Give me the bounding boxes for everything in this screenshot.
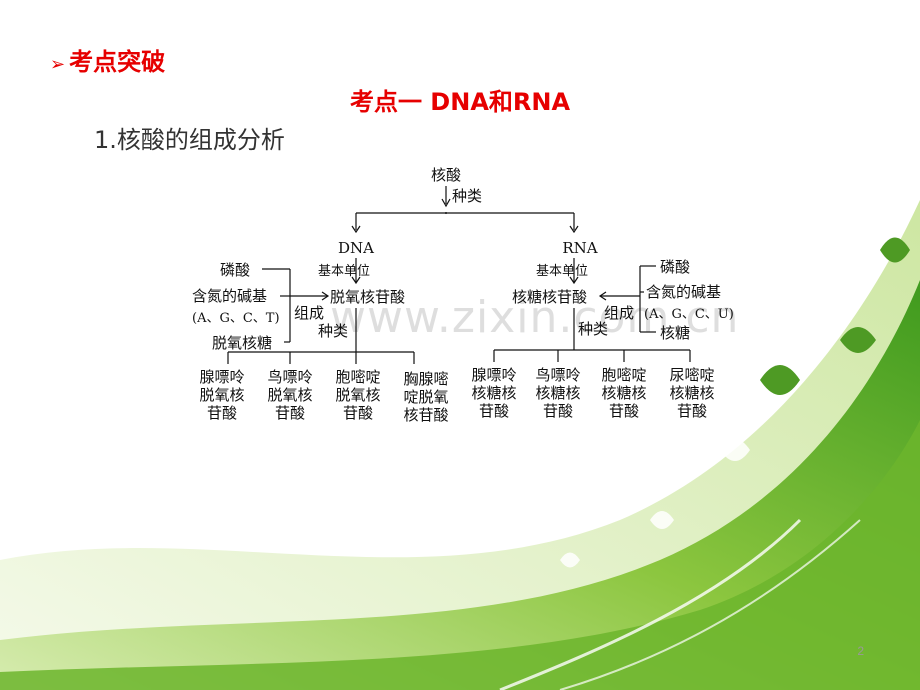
dna-component-phosphate: 磷酸 — [220, 261, 250, 279]
topic-title: 考点一 DNA和RNA — [349, 88, 571, 116]
rna-type-uracil: 尿嘧啶 核糖核 苷酸 — [669, 366, 714, 420]
rna-type-line: 核糖核 — [669, 384, 714, 402]
dna-type-line: 腺嘌呤 — [199, 368, 244, 386]
dna-type-line: 脱氧核 — [335, 386, 380, 404]
dna-component-sugar: 脱氧核糖 — [212, 334, 272, 352]
dna-type-line: 胞嘧啶 — [335, 368, 380, 386]
section-heading: ➢考点突破 — [50, 42, 165, 77]
root-node: 核酸 — [431, 166, 461, 184]
arrow-bullet-icon: ➢ — [50, 54, 66, 75]
rna-component-base-list: (A、G、C、U) — [644, 307, 734, 322]
dna-type-line: 苷酸 — [343, 404, 373, 422]
dna-type-thymine: 胸腺嘧 啶脱氧 核苷酸 — [403, 370, 448, 424]
dna-edge-label: 基本单位 — [318, 264, 370, 279]
rna-type-line: 鸟嘌呤 — [535, 366, 580, 384]
rna-component-base: 含氮的碱基 — [646, 283, 721, 301]
sub-title: 1.核酸的组成分析 — [94, 126, 285, 154]
rna-type-line: 苷酸 — [677, 402, 707, 420]
section-heading-text: 考点突破 — [69, 48, 166, 76]
dna-type-line: 苷酸 — [275, 404, 305, 422]
rna-compose-label: 组成 — [604, 304, 634, 322]
watermark: www.zixin.com.cn — [330, 292, 740, 343]
dna-type-adenine: 腺嘌呤 脱氧核 苷酸 — [199, 368, 244, 422]
dna-component-base-list: (A、G、C、T) — [192, 311, 280, 326]
dna-node: DNA — [338, 239, 374, 257]
rna-component-sugar: 核糖 — [660, 324, 690, 342]
dna-unit: 脱氧核苷酸 — [330, 288, 405, 306]
rna-type-cytosine: 胞嘧啶 核糖核 苷酸 — [601, 366, 646, 420]
dna-compose-label: 组成 — [294, 304, 324, 322]
rna-type-line: 尿嘧啶 — [669, 366, 714, 384]
rna-edge-label: 基本单位 — [536, 264, 588, 279]
dna-type-line: 核苷酸 — [403, 406, 448, 424]
rna-type-line: 苷酸 — [609, 402, 639, 420]
rna-type-guanine: 鸟嘌呤 核糖核 苷酸 — [535, 366, 580, 420]
rna-type-line: 苷酸 — [479, 402, 509, 420]
dna-type-line: 鸟嘌呤 — [267, 368, 312, 386]
dna-type-line: 啶脱氧 — [403, 388, 448, 406]
dna-type-line: 苷酸 — [207, 404, 237, 422]
rna-type-line: 核糖核 — [535, 384, 580, 402]
dna-type-line: 胸腺嘧 — [403, 370, 448, 388]
rna-type-label: 种类 — [578, 320, 608, 338]
rna-unit: 核糖核苷酸 — [512, 288, 587, 306]
rna-node: RNA — [562, 239, 597, 257]
rna-type-line: 腺嘌呤 — [471, 366, 516, 384]
dna-type-label: 种类 — [318, 322, 348, 340]
rna-type-line: 胞嘧啶 — [601, 366, 646, 384]
rna-type-line: 核糖核 — [471, 384, 516, 402]
rna-component-phosphate: 磷酸 — [660, 258, 690, 276]
dna-type-cytosine: 胞嘧啶 脱氧核 苷酸 — [335, 368, 380, 422]
rna-type-line: 苷酸 — [543, 402, 573, 420]
rna-type-line: 核糖核 — [601, 384, 646, 402]
root-edge-label: 种类 — [452, 187, 482, 205]
page-number: 2 — [857, 644, 864, 658]
dna-component-base: 含氮的碱基 — [192, 287, 267, 305]
dna-type-line: 脱氧核 — [199, 386, 244, 404]
dna-type-line: 脱氧核 — [267, 386, 312, 404]
dna-type-guanine: 鸟嘌呤 脱氧核 苷酸 — [267, 368, 312, 422]
rna-type-adenine: 腺嘌呤 核糖核 苷酸 — [471, 366, 516, 420]
